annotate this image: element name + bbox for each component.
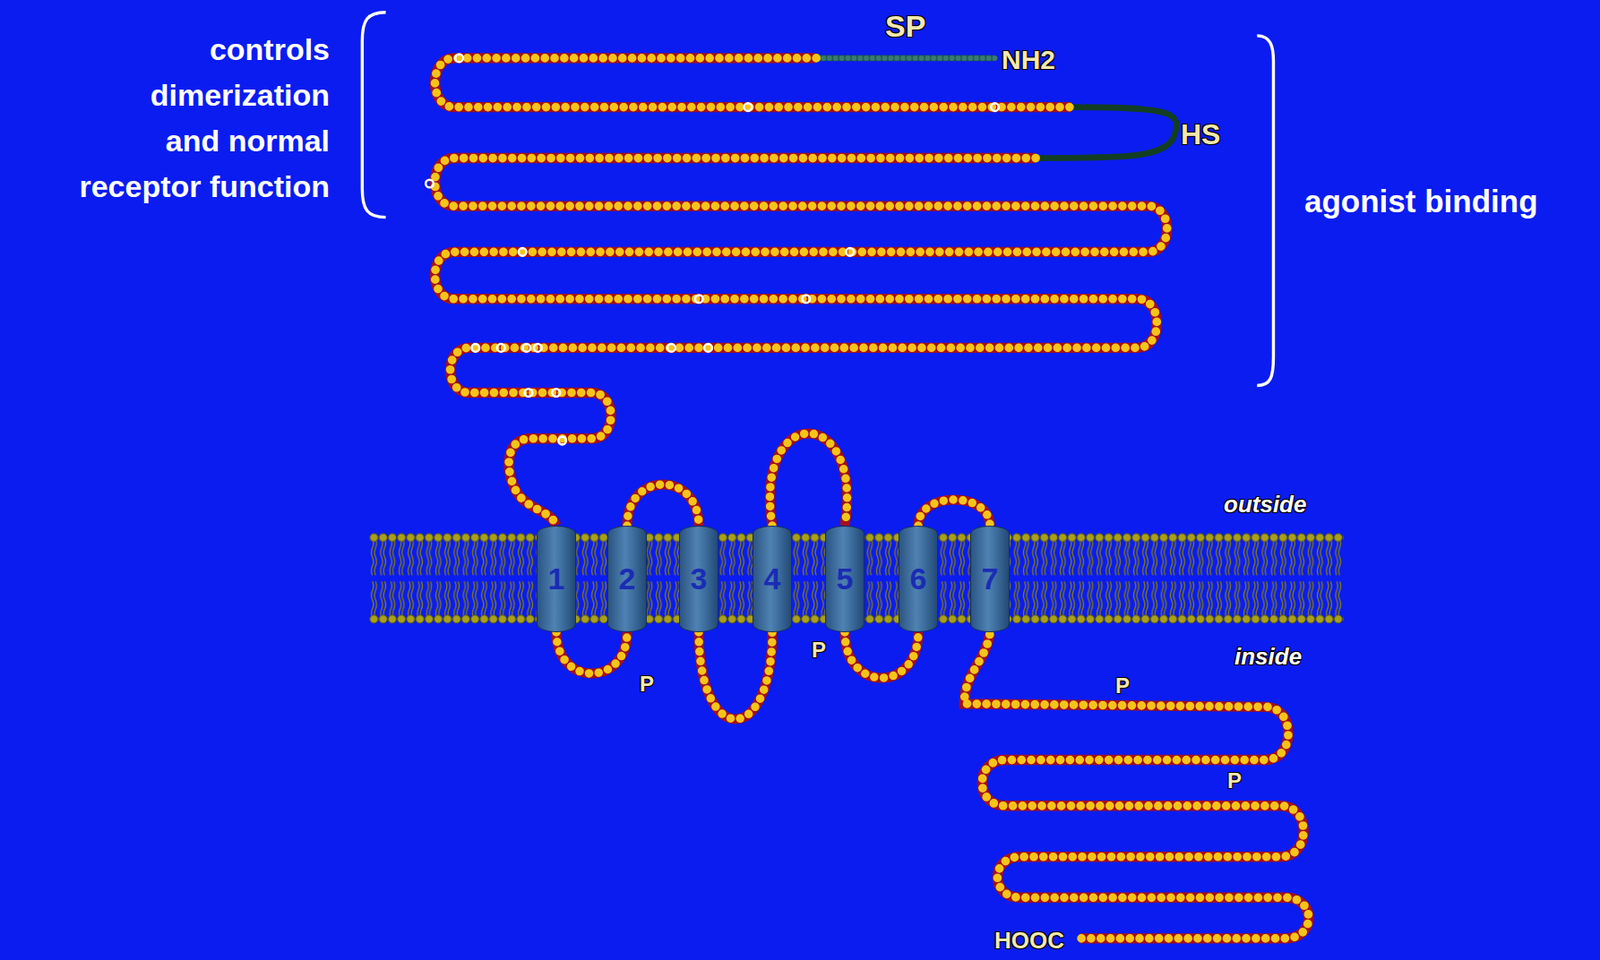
signal-peptide <box>816 55 995 62</box>
helix-number: 3 <box>690 561 708 597</box>
domain-note: agonist binding <box>1304 183 1539 220</box>
loop-connector <box>698 632 773 720</box>
helix-cylinder: 2 <box>607 525 647 633</box>
helix-number: 7 <box>981 561 999 597</box>
phospho-site: P <box>639 671 654 697</box>
loop-backbone <box>918 499 990 526</box>
side-label: outside <box>1223 490 1307 519</box>
loop-connector <box>844 632 919 679</box>
loop-connector <box>918 499 990 526</box>
loop-residues <box>627 484 699 526</box>
loop-connector <box>627 484 699 526</box>
helix-number: 4 <box>764 561 782 597</box>
domain-note: controls dimerization and normal recepto… <box>7 26 330 210</box>
helix-cylinder: 4 <box>752 525 792 633</box>
helix-cylinder: 5 <box>825 525 865 633</box>
helix-cylinder: 7 <box>970 525 1010 633</box>
hs-segment <box>1035 107 1177 159</box>
helix-cylinder: 6 <box>898 525 938 633</box>
helix-number: 1 <box>548 561 566 597</box>
loop-backbone <box>627 484 699 526</box>
loop-residues <box>769 433 847 526</box>
helix-number: 6 <box>910 561 928 597</box>
bracket <box>361 12 386 218</box>
loop-backbone <box>698 632 773 720</box>
loop-connector <box>769 433 847 526</box>
helix-cylinder: 1 <box>536 525 577 633</box>
phospho-site: P <box>1115 673 1130 699</box>
signal-peptide <box>816 55 995 61</box>
segment-label: HS <box>1180 118 1221 152</box>
loop-backbone <box>769 433 847 526</box>
loop-connector <box>556 632 628 674</box>
marked-residues <box>425 54 999 446</box>
loop-backbone <box>844 632 919 679</box>
loop-residues <box>844 632 919 679</box>
loop-residues <box>698 632 773 720</box>
helix-cylinder: 3 <box>679 525 719 633</box>
amino-acid-chain <box>434 58 1308 939</box>
helix-number: 2 <box>619 561 637 597</box>
phospho-site: P <box>811 637 826 663</box>
loop-residues <box>918 499 990 526</box>
segment-label: SP <box>885 8 926 44</box>
bracket <box>1256 35 1274 387</box>
loop-backbone <box>556 632 628 674</box>
side-label: inside <box>1234 643 1302 671</box>
loop-residues <box>556 632 628 674</box>
helix-number: 5 <box>836 561 854 597</box>
terminus-label: HOOC <box>994 927 1065 955</box>
terminus-label: NH2 <box>1001 44 1056 76</box>
phospho-site: P <box>1227 768 1242 794</box>
